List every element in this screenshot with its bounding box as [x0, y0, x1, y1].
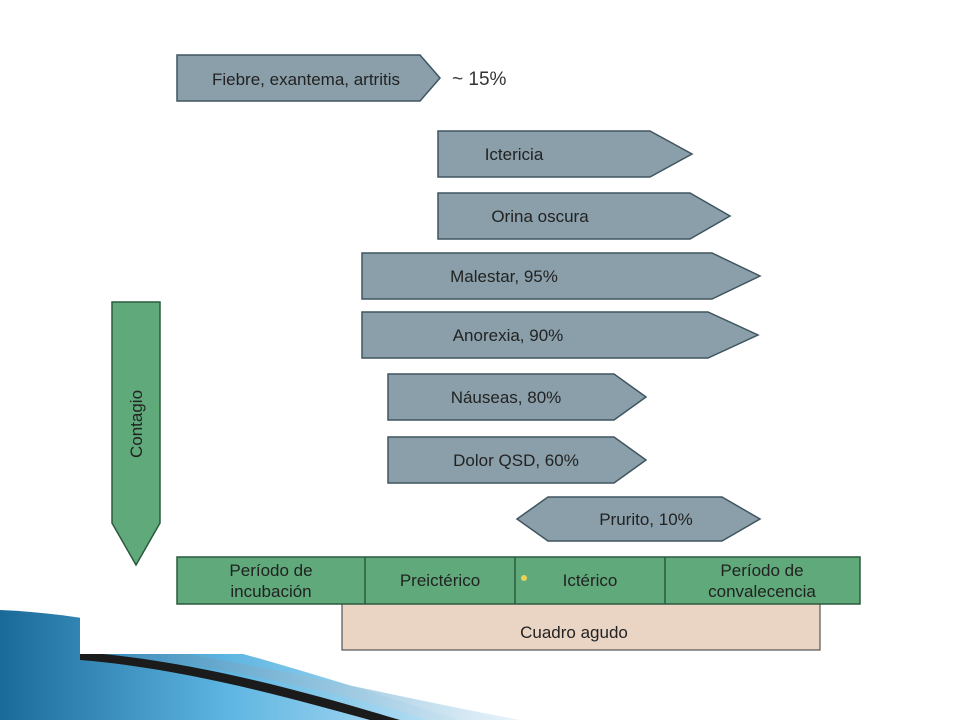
- phase-incubation-line2: incubación: [230, 582, 311, 601]
- phase-incubation: Período de incubación: [229, 561, 312, 601]
- symptom-anorexia: Anorexia, 90%: [361, 311, 760, 359]
- contagion-arrow: Contagio: [111, 301, 161, 567]
- symptom-nauseas: Náuseas, 80%: [387, 373, 648, 421]
- acute-label: Cuadro agudo: [520, 623, 628, 642]
- contagion-label: Contagio: [127, 390, 146, 458]
- phase-icteric: Ictérico: [563, 571, 618, 590]
- symptom-label: Orina oscura: [491, 207, 589, 226]
- symptom-label: Fiebre, exantema, artritis: [212, 70, 400, 89]
- symptom-label: Anorexia, 90%: [453, 326, 564, 345]
- phase-convalescence-line2: convalecencia: [708, 582, 816, 601]
- symptom-label: Prurito, 10%: [599, 510, 693, 529]
- symptom-label: Náuseas, 80%: [451, 388, 562, 407]
- fever-percentage: ~ 15%: [452, 69, 507, 90]
- phase-preicteric: Preictérico: [400, 571, 480, 590]
- phase-bar: Período de incubación Preictérico Ictéri…: [176, 556, 861, 605]
- phase-convalescence-line1: Período de: [720, 561, 803, 580]
- symptom-ictericia: Ictericia: [437, 130, 694, 178]
- symptom-orina-oscura: Orina oscura: [437, 192, 732, 240]
- decorative-swoosh: [0, 606, 520, 720]
- symptom-malestar: Malestar, 95%: [361, 252, 762, 300]
- marker-dot: [521, 575, 527, 581]
- symptom-label: Dolor QSD, 60%: [453, 451, 579, 470]
- phase-incubation-line1: Período de: [229, 561, 312, 580]
- symptom-label: Malestar, 95%: [450, 267, 558, 286]
- symptom-fiebre-exantema-artritis: Fiebre, exantema, artritis: [176, 54, 441, 102]
- symptom-dolor-qsd: Dolor QSD, 60%: [387, 436, 648, 484]
- symptom-label: Ictericia: [485, 145, 544, 164]
- symptom-prurito: Prurito, 10%: [515, 496, 762, 542]
- phase-convalescence: Período de convalecencia: [708, 561, 816, 601]
